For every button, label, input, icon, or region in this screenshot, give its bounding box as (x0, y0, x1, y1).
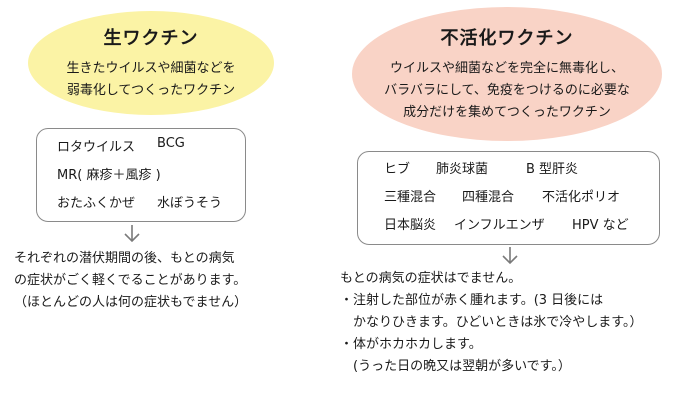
example-je: 日本脳炎 (384, 218, 437, 233)
result-line: ・注射した部位が赤く腫れます。(3 日後には (340, 293, 604, 308)
example-hib: ヒブ (384, 162, 411, 177)
example-bcg: BCG (157, 136, 185, 151)
live-desc-line: 生きたウイルスや細菌などを (66, 61, 236, 76)
example-mumps: おたふくかぜ (57, 196, 136, 211)
example-pneumococcus: 肺炎球菌 (436, 162, 489, 177)
chevron-down-icon (500, 246, 520, 266)
result-line: それぞれの潜伏期間の後、もとの病気 (14, 251, 235, 266)
inactivated-vaccine-result: もとの病気の症状はでません。 ・注射した部位が赤く腫れます。(3 日後には かな… (340, 268, 643, 378)
example-dpt-ipv: 四種混合 (462, 190, 515, 205)
chevron-down-icon (122, 224, 142, 244)
inact-desc-line: 成分だけを集めてつくったワクチン (403, 105, 611, 120)
live-vaccine-title: 生ワクチン (103, 28, 199, 49)
inactivated-vaccine-description: ウイルスや細菌などを完全に無毒化し、 バラバラにして、免疫をつけるのに必要な 成… (384, 58, 630, 124)
example-influenza: インフルエンザ (454, 218, 545, 233)
example-dpt: 三種混合 (384, 190, 437, 205)
live-vaccine-bubble: 生ワクチン 生きたウイルスや細菌などを 弱毒化してつくったワクチン (28, 11, 274, 115)
result-line: もとの病気の症状はでません。 (340, 271, 522, 286)
result-line: ・体がホカホカします。 (340, 337, 482, 352)
inact-desc-line: ウイルスや細菌などを完全に無毒化し、 (389, 61, 624, 76)
result-line: かなりひきます。ひどいときは氷で冷やします。） (340, 315, 643, 330)
inactivated-vaccine-bubble: 不活化ワクチン ウイルスや細菌などを完全に無毒化し、 バラバラにして、免疫をつけ… (352, 7, 662, 141)
result-line: （ほとんどの人は何の症状もでません） (14, 295, 248, 310)
live-vaccine-description: 生きたウイルスや細菌などを 弱毒化してつくったワクチン (66, 58, 235, 102)
result-line: (うった日の晩又は翌朝が多いです。） (340, 359, 571, 374)
example-ipv: 不活化ポリオ (542, 190, 621, 205)
example-chickenpox: 水ぼうそう (157, 196, 223, 211)
example-hepatitis-b: B 型肝炎 (526, 162, 579, 177)
live-vaccine-examples-box: ロタウイルス BCG MR( 麻疹＋風疹 ) おたふくかぜ 水ぼうそう (36, 128, 246, 222)
inactivated-vaccine-title: 不活化ワクチン (440, 28, 574, 49)
example-mr: MR( 麻疹＋風疹 ) (57, 168, 161, 183)
live-desc-line: 弱毒化してつくったワクチン (66, 83, 236, 98)
live-vaccine-result: それぞれの潜伏期間の後、もとの病気 の症状がごく軽くでることがあります。 （ほと… (14, 248, 247, 314)
example-hpv: HPV など (572, 218, 629, 233)
inactivated-vaccine-examples-box: ヒブ 肺炎球菌 B 型肝炎 三種混合 四種混合 不活化ポリオ 日本脳炎 インフル… (357, 151, 660, 245)
inact-desc-line: バラバラにして、免疫をつけるのに必要な (384, 83, 630, 98)
example-rotavirus: ロタウイルス (57, 140, 136, 155)
result-line: の症状がごく軽くでることがあります。 (14, 273, 247, 288)
